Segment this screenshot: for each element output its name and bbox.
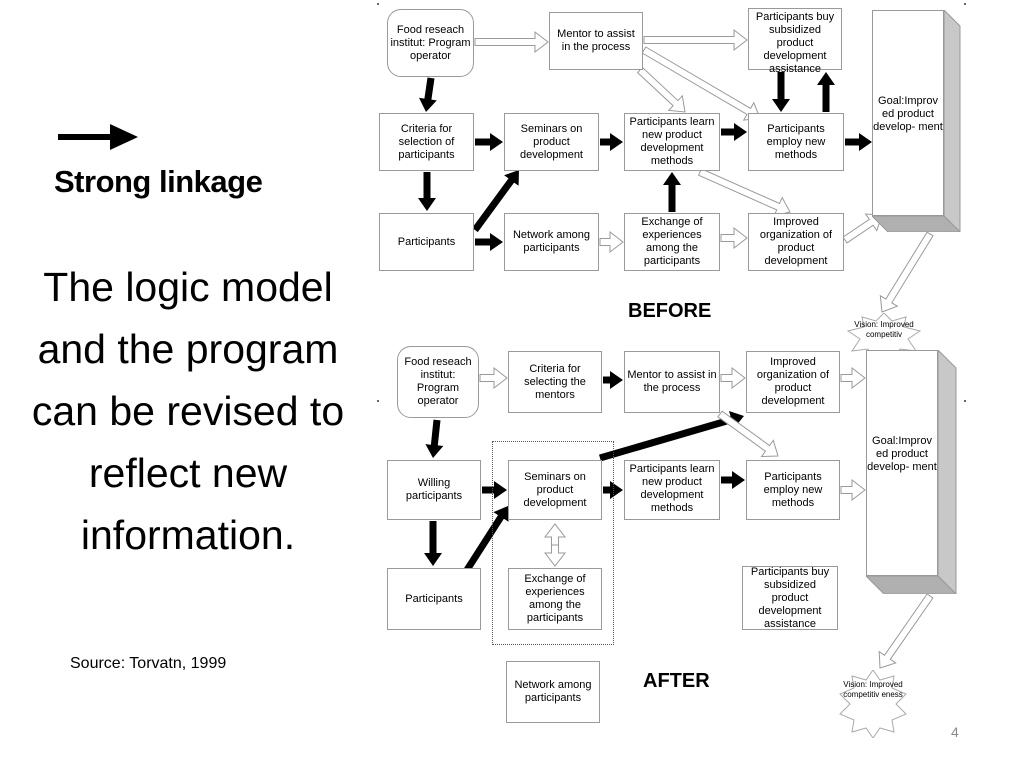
after-food-research-box: Food reseach institut: Program operator	[397, 346, 479, 418]
after-vision-star: Vision: Improved competitiv eness	[838, 670, 908, 738]
before-employ-to-buy-arrow	[817, 72, 835, 112]
after-network-box: Network among participants	[506, 661, 600, 723]
before-food-research-box: Food reseach institut: Program operator	[387, 9, 474, 77]
after-participants-learn-box: Participants learn new product developme…	[624, 460, 720, 520]
before-buy-to-employ-arrow	[772, 72, 790, 112]
before-learn-to-improved-arrow	[697, 168, 791, 217]
corner-dot	[964, 400, 966, 402]
after-seminars-box: Seminars on product development	[508, 460, 602, 520]
before-goal-to-vision-arrow	[879, 231, 934, 313]
before-mentor-to-buy-arrow	[643, 28, 748, 52]
before-criteria-to-participants-arrow	[418, 172, 436, 211]
before-food-to-criteria-arrow	[419, 77, 437, 112]
slide-number: 4	[951, 724, 959, 740]
before-label: BEFORE	[628, 300, 712, 322]
after-exchange-down-arrow	[543, 544, 567, 567]
before-exchange-box: Exchange of experiences among the partic…	[624, 213, 720, 271]
before-participants-buy-box: Participants buy subsidized product deve…	[748, 8, 842, 75]
after-mentor-box: Mentor to assist in the process	[624, 351, 720, 413]
after-goal-block: Goal:Improv ed product develop- ment	[866, 350, 958, 594]
main-statement: The logic model and the program can be r…	[31, 264, 345, 558]
before-seminars-to-learn-arrow	[600, 133, 623, 151]
corner-dot	[964, 3, 966, 5]
after-vision-text: Vision: Improved competitiv eness	[843, 680, 903, 699]
after-willing-to-seminars-arrow	[482, 481, 507, 499]
before-exchange-to-learn-arrow	[663, 172, 681, 212]
before-goal-block: Goal:Improv ed product develop- ment	[872, 10, 962, 232]
after-willing-to-participants-arrow	[424, 521, 442, 566]
after-goal-text: Goal:Improv ed product develop- ment	[866, 350, 938, 576]
before-criteria-box: Criteria for selection of participants	[379, 113, 474, 171]
before-mentor-to-employ-arrow	[641, 46, 761, 121]
after-criteria-box: Criteria for selecting the mentors	[508, 351, 602, 413]
before-participants-learn-box: Participants learn new product developme…	[624, 113, 720, 171]
after-employ-to-goal-arrow	[840, 478, 866, 502]
after-goal-to-vision-arrow	[878, 593, 934, 669]
after-label: AFTER	[643, 670, 710, 692]
after-participants-box: Participants	[387, 568, 481, 630]
after-criteria-to-mentor-arrow	[603, 371, 623, 389]
after-food-to-willing-arrow	[425, 419, 444, 458]
after-dotted-group	[492, 441, 614, 645]
before-learn-to-employ-arrow	[721, 123, 747, 141]
strong-linkage-arrow-icon	[58, 124, 138, 150]
after-participants-to-seminars-arrow	[462, 506, 509, 575]
after-exchange-box: Exchange of experiences among the partic…	[508, 568, 602, 630]
before-criteria-to-seminars-arrow	[475, 133, 503, 151]
corner-dot	[377, 400, 379, 402]
strong-linkage-label: Strong linkage	[54, 164, 263, 199]
before-participants-to-seminars-arrow	[472, 170, 519, 233]
source-citation: Source: Torvatn, 1999	[70, 655, 227, 672]
before-participants-to-network-arrow	[475, 233, 503, 251]
after-mentor-to-employ-arrow	[717, 410, 779, 458]
after-seminars-to-improved-arrow	[599, 411, 744, 462]
before-participants-box: Participants	[379, 213, 474, 271]
after-learn-to-employ-arrow	[721, 471, 745, 489]
before-network-box: Network among participants	[504, 213, 599, 271]
before-exchange-to-improved-arrow	[720, 226, 748, 250]
before-employ-to-goal-arrow	[845, 133, 872, 151]
before-seminars-box: Seminars on product development	[504, 113, 599, 171]
after-food-to-criteria-arrow	[479, 366, 508, 390]
after-participants-employ-box: Participants employ new methods	[746, 460, 840, 520]
before-vision-text: Vision: Improved competitiv	[854, 320, 914, 339]
before-mentor-to-learn-arrow	[636, 66, 686, 113]
before-network-to-exchange-arrow	[599, 230, 624, 254]
after-improved-org-box: Improved organization of product develop…	[746, 351, 840, 413]
after-improved-to-goal-arrow	[840, 366, 866, 390]
before-goal-text: Goal:Improv ed product develop- ment	[872, 10, 944, 216]
after-exchange-up-arrow	[543, 523, 567, 546]
after-willing-participants-box: Willing participants	[387, 460, 481, 520]
after-mentor-to-improved-arrow	[720, 366, 746, 390]
before-food-to-mentor-arrow	[474, 30, 549, 54]
before-participants-employ-box: Participants employ new methods	[748, 113, 844, 171]
after-participants-buy-box: Participants buy subsidized product deve…	[742, 566, 838, 630]
corner-dot	[377, 3, 379, 5]
before-mentor-box: Mentor to assist in the process	[549, 12, 643, 70]
before-improved-org-box: Improved organization of product develop…	[748, 213, 844, 271]
